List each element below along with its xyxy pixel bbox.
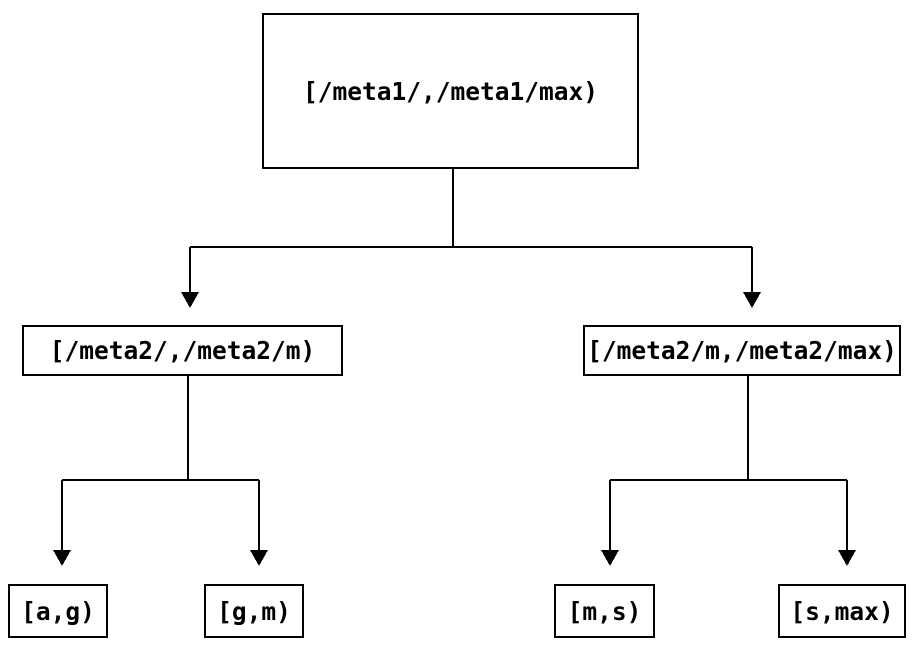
node-meta2-left: [/meta2/,/meta2/m) <box>22 325 343 376</box>
node-leaf-ms-label: [m,s) <box>567 596 642 626</box>
node-leaf-smax-label: [s,max) <box>790 596 894 626</box>
node-meta2-right-label: [/meta2/m,/meta2/max) <box>587 336 897 365</box>
arrow-down-icon <box>181 292 199 308</box>
node-leaf-ag-label: [a,g) <box>21 596 95 626</box>
node-leaf-gm-label: [g,m) <box>217 596 291 626</box>
arrow-down-icon <box>743 292 761 308</box>
node-meta2-right: [/meta2/m,/meta2/max) <box>583 325 901 376</box>
arrow-down-icon <box>53 550 71 566</box>
node-leaf-ag: [a,g) <box>8 584 108 638</box>
node-meta2-left-label: [/meta2/,/meta2/m) <box>49 336 316 365</box>
node-root: [/meta1/,/meta1/max) <box>262 13 639 169</box>
edge-meta2-left-to-leaves <box>61 376 260 550</box>
arrow-down-icon <box>250 550 268 566</box>
node-leaf-smax: [s,max) <box>778 584 906 638</box>
arrow-down-icon <box>838 550 856 566</box>
edge-meta2-right-to-leaves <box>609 376 848 550</box>
node-leaf-ms: [m,s) <box>554 584 655 638</box>
arrow-down-icon <box>601 550 619 566</box>
edge-root-to-mids <box>189 169 753 292</box>
node-root-label: [/meta1/,/meta1/max) <box>302 76 598 106</box>
node-leaf-gm: [g,m) <box>204 584 304 638</box>
